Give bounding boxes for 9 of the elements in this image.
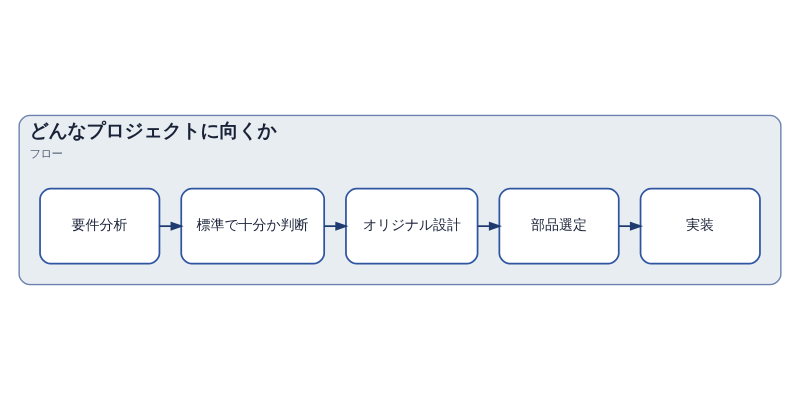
arrow: [324, 222, 348, 231]
arrow: [160, 222, 184, 231]
node-box: 標準で十分か判断: [180, 188, 326, 264]
arrow: [478, 222, 502, 231]
node-box: 要件分析: [39, 188, 160, 264]
node-box: オリジナル設計: [345, 188, 478, 264]
node-box: 実装: [640, 188, 761, 264]
arrow: [619, 222, 644, 231]
node-box: 部品選定: [498, 188, 620, 264]
